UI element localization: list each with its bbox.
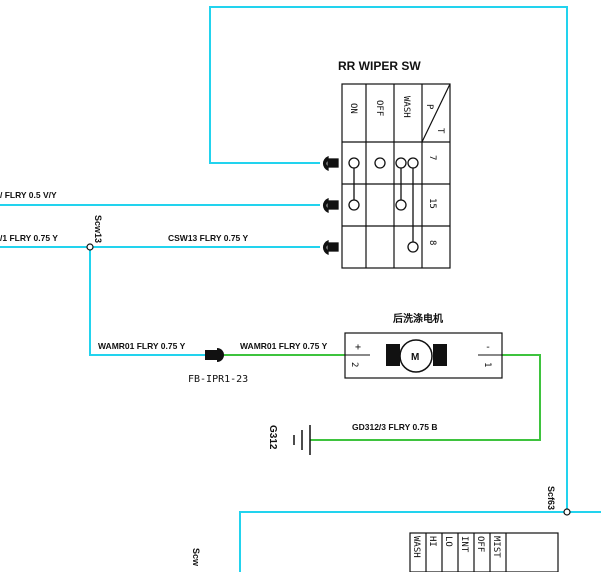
switch-pos-wash: WASH [401, 96, 411, 118]
switch-pos-off: OFF [374, 100, 384, 116]
wire-label-mid-right: CSW13 FLRY 0.75 Y [168, 233, 248, 243]
rr-wiper-switch: RR WIPER SW ON OFF WASH P T 7 15 8 [322, 59, 451, 269]
inline-connector: FB-IPR1-23 [188, 348, 248, 385]
splice-label-scf63: Scf63 [546, 486, 556, 510]
bottom-col-mist: MIST [491, 536, 501, 558]
ground-symbol [293, 425, 311, 455]
wire-label-top-left: / FLRY 0.5 V/Y [0, 190, 57, 200]
bottom-col-off: OFF [475, 536, 485, 552]
switch-pos-on: ON [348, 103, 358, 114]
ground-name: G312 [267, 425, 278, 450]
motor-pin-left: 2 [349, 362, 359, 367]
cyan-wires [0, 6, 601, 572]
wire-top-loop [209, 6, 568, 512]
splice-label-scw13: Scw13 [93, 215, 103, 243]
motor-plus: + [355, 342, 361, 353]
wire-label-lower-right: WAMR01 FLRY 0.75 Y [240, 341, 328, 351]
wire-bottom [239, 511, 601, 572]
wire-label-mid-left: /1 FLRY 0.75 Y [0, 233, 58, 243]
connector-name: FB-IPR1-23 [188, 374, 248, 385]
switch-pin-8: 8 [427, 240, 437, 245]
splice-dot-1 [86, 243, 94, 251]
motor-minus: - [485, 342, 491, 353]
motor-title: 后洗涤电机 [393, 312, 443, 325]
wire-label-ground: GD312/3 FLRY 0.75 B [352, 422, 438, 432]
switch-title: RR WIPER SW [338, 59, 421, 73]
bottom-col-hi: HI [427, 536, 437, 547]
bottom-col-int: INT [459, 536, 469, 553]
motor-pin-right: 1 [482, 362, 492, 367]
splice-dot-2 [563, 508, 571, 516]
wire-motor-ground [310, 354, 541, 441]
switch-corner-p: P [424, 104, 434, 110]
bottom-switch-table: WASH HI LO INT OFF MIST [409, 532, 559, 572]
green-wires [223, 354, 541, 441]
washer-motor: 后洗涤电机 M + - 2 1 [344, 312, 503, 379]
wire-branch-down [89, 247, 205, 356]
switch-pin-7: 7 [427, 155, 437, 160]
switch-corner-t: T [435, 128, 445, 134]
switch-pin-15: 15 [427, 198, 437, 209]
bottom-col-lo: LO [443, 536, 453, 547]
wire-label-lower-left: WAMR01 FLRY 0.75 Y [98, 341, 186, 351]
splice-label-scw: Scw [191, 548, 201, 567]
motor-symbol: M [411, 352, 419, 363]
bottom-col-wash: WASH [411, 536, 421, 558]
